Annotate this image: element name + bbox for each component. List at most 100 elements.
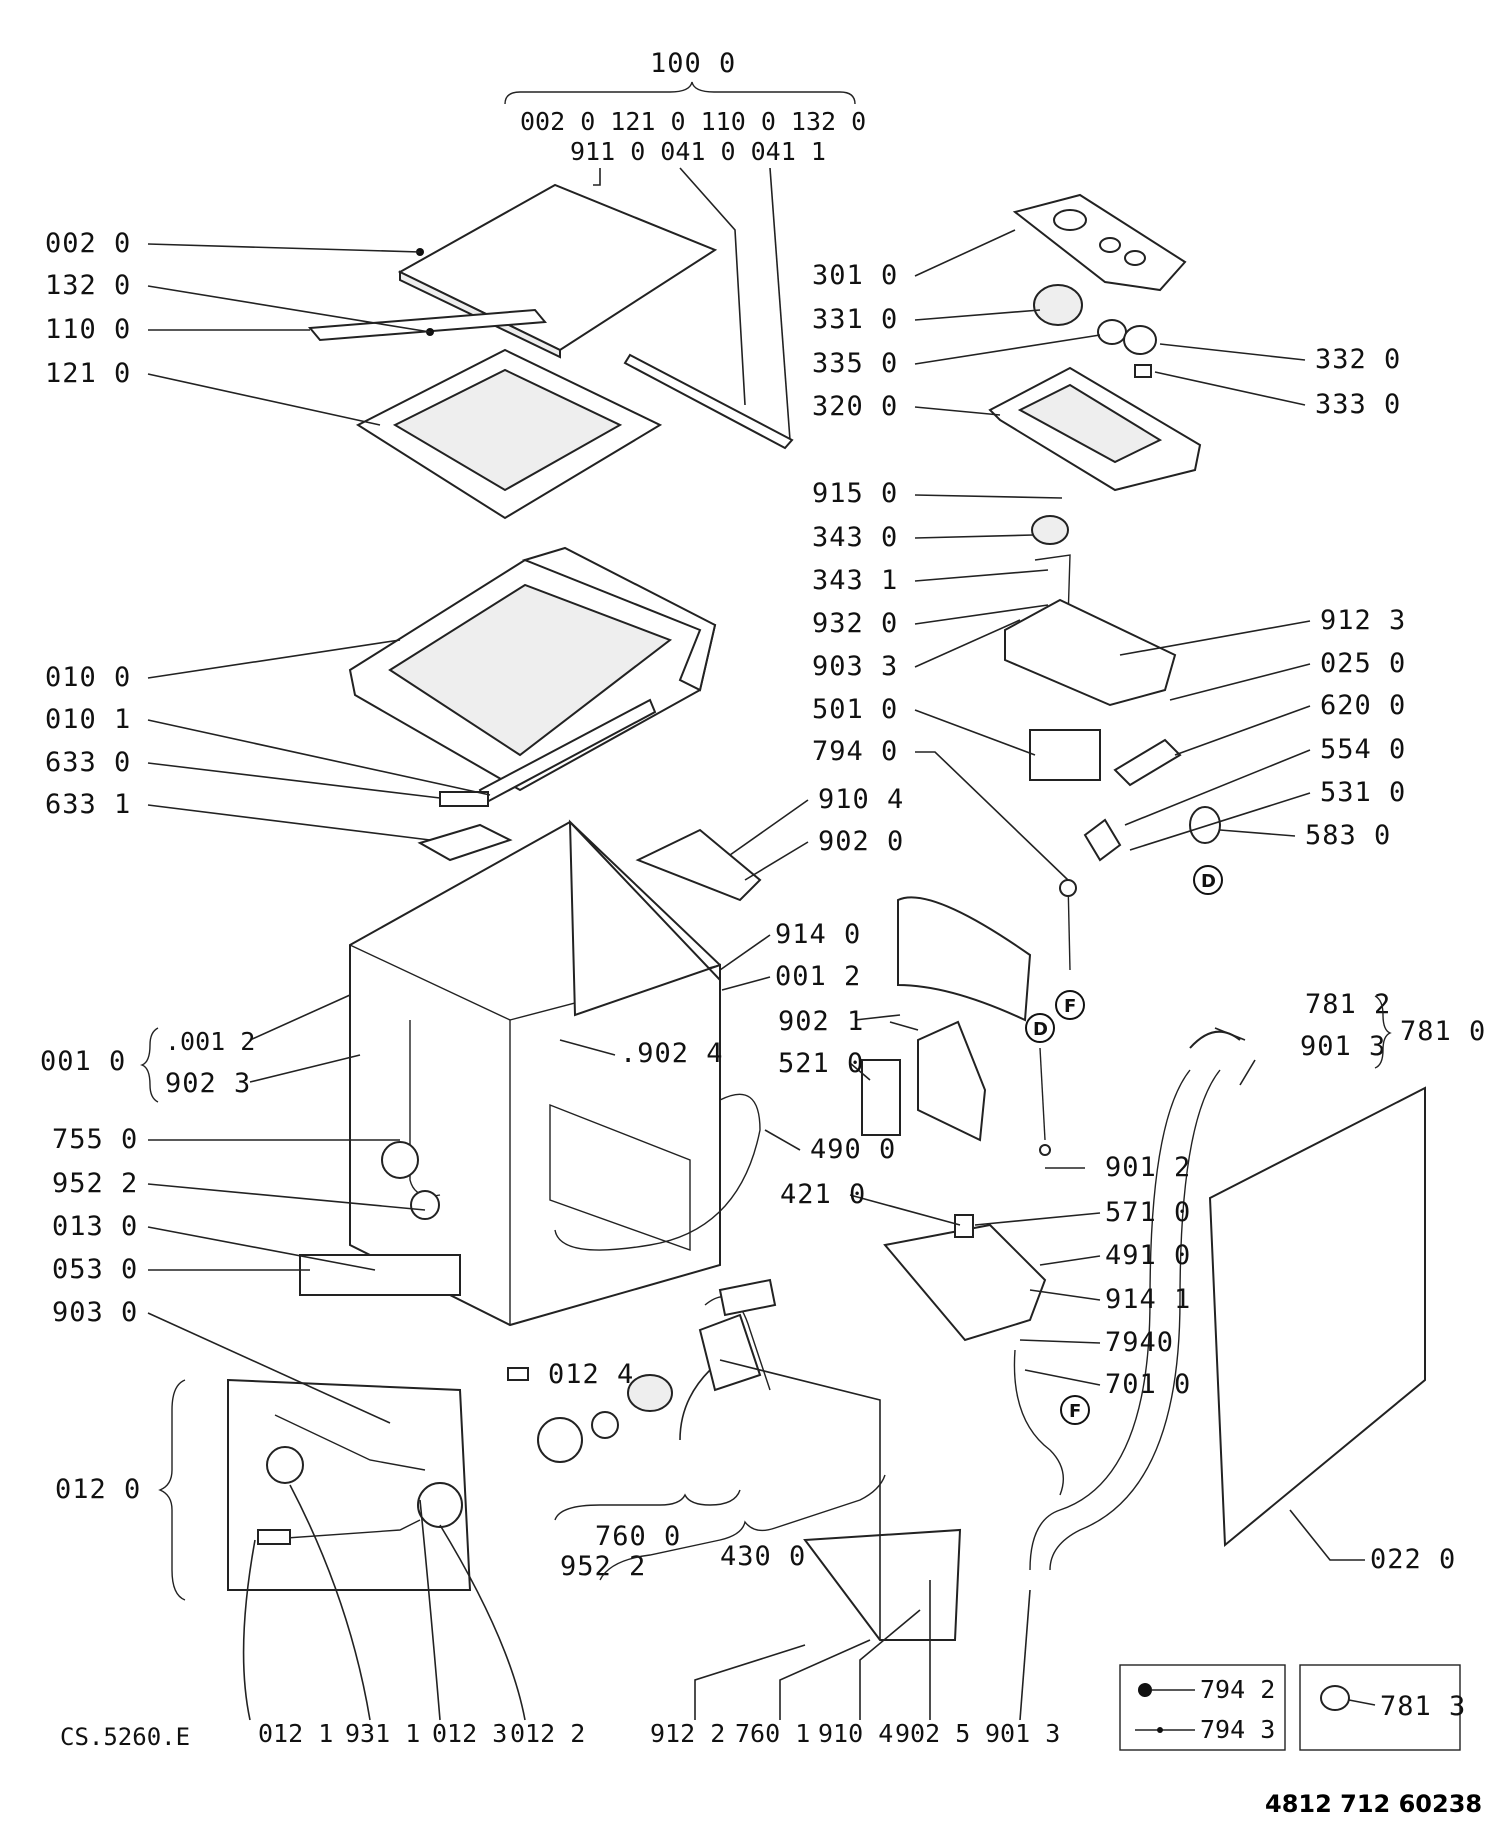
label-633-1: 633 1 [45, 789, 131, 820]
connector-markers: D F D F [1025, 865, 1223, 1425]
hose-701 [1013, 1349, 1064, 1496]
valve-571 [954, 1214, 974, 1238]
cabinet-group [299, 819, 761, 1381]
cam-343 [1031, 515, 1069, 545]
label-002-0: 002 0 [45, 228, 131, 259]
drain-hose-781 [1029, 1069, 1191, 1571]
module-521 [861, 1059, 901, 1136]
label-755-0: 755 0 [52, 1124, 138, 1155]
part-633-0 [439, 791, 489, 807]
label-421-0: 421 0 [780, 1179, 866, 1210]
label-912-2: 912 2 [650, 1719, 725, 1748]
label-781-0: 781 0 [1400, 1016, 1486, 1047]
label-001-2a: .001 2 [165, 1027, 255, 1056]
label-931-1: 931 1 [345, 1719, 420, 1748]
part-333 [1134, 364, 1152, 378]
label-914-0: 914 0 [775, 919, 861, 950]
part-labels: 002 0 132 0 110 0 121 0 010 0 010 1 633 … [40, 228, 1486, 1748]
control-panel-group [988, 193, 1202, 492]
label-333-0: 333 0 [1315, 389, 1401, 420]
label-901-3b: 901 3 [985, 1719, 1060, 1748]
pump-430 [698, 1313, 762, 1392]
accessory-boxes: 794 2 794 3 781 3 [1119, 1664, 1465, 1751]
label-521-0: 521 0 [778, 1048, 864, 1079]
label-343-0: 343 0 [812, 522, 898, 553]
label-781-2: 781 2 [1305, 989, 1391, 1020]
cabinet-body [349, 820, 721, 1327]
timer-501 [1029, 729, 1101, 781]
accessory-box-794 [1119, 1664, 1286, 1751]
label-932-0: 932 0 [812, 608, 898, 639]
label-760-0: 760 0 [595, 1521, 681, 1552]
group-row-1: 002 0 121 0 110 0 132 0 [520, 107, 866, 136]
svg-text:F: F [1064, 996, 1076, 1017]
label-022-0: 022 0 [1370, 1544, 1456, 1575]
label-902-4: .902 4 [620, 1038, 724, 1069]
group-row-2: 911 0 041 0 041 1 [570, 137, 826, 166]
label-903-3: 903 3 [812, 651, 898, 682]
connector-f-2 [1060, 1395, 1090, 1425]
bracket-902-0 [635, 828, 762, 902]
label-010-1: 010 1 [45, 704, 131, 735]
label-910-4b: 910 4 [818, 1719, 893, 1748]
label-760-1: 760 1 [735, 1719, 810, 1748]
connector-d-2 [1025, 1013, 1055, 1043]
accessory-box-781-3 [1299, 1664, 1461, 1751]
label-012-0: 012 0 [55, 1474, 141, 1505]
label-343-1: 343 1 [812, 565, 898, 596]
label-012-2: 012 2 [510, 1719, 585, 1748]
leader-lines [147, 229, 1365, 1721]
label-554-0: 554 0 [1320, 734, 1406, 765]
label-301-0: 301 0 [812, 260, 898, 291]
hydraulic-group [537, 1030, 1426, 1641]
label-901-2: 901 2 [1105, 1152, 1191, 1183]
lid-frame-group [348, 546, 717, 862]
label-902-5: 902 5 [895, 1719, 970, 1748]
frame-rod-041 [623, 353, 794, 450]
part-633-1 [417, 823, 513, 862]
label-902-1: 902 1 [778, 1006, 864, 1037]
connector-d-1 [1193, 865, 1223, 895]
label-794-0: 794 0 [812, 736, 898, 767]
label-012-1: 012 1 [258, 1719, 333, 1748]
label-012-3: 012 3 [432, 1719, 507, 1748]
hose-elbow-781-2 [1189, 1030, 1241, 1049]
label-901-3a: 901 3 [1300, 1031, 1386, 1062]
bracket-902-1 [917, 1020, 987, 1142]
label-001-0: 001 0 [40, 1046, 126, 1077]
base-plate-group [158, 1378, 472, 1601]
label-902-3: 902 3 [165, 1068, 251, 1099]
timer-assembly [1004, 515, 1221, 971]
back-panel-group [635, 828, 1051, 1156]
connector-f-1 [1055, 990, 1085, 1020]
label-491-0: 491 0 [1105, 1240, 1191, 1271]
top-panel-group [307, 183, 794, 520]
knob-332 [1123, 325, 1157, 355]
label-013-0: 013 0 [52, 1211, 138, 1242]
label-501-0: 501 0 [812, 694, 898, 725]
label-902-0: 902 0 [818, 826, 904, 857]
label-952-2b: 952 2 [560, 1551, 646, 1582]
label-794-3: 794 3 [1200, 1715, 1275, 1744]
pump-cover-760 [537, 1417, 583, 1463]
drawing-reference: CS.5260.E [60, 1723, 190, 1751]
label-320-0: 320 0 [812, 391, 898, 422]
label-914-1: 914 1 [1105, 1284, 1191, 1315]
label-571-0: 571 0 [1105, 1197, 1191, 1228]
label-583-0: 583 0 [1305, 820, 1391, 851]
label-912-3: 912 3 [1320, 605, 1406, 636]
label-110-0: 110 0 [45, 314, 131, 345]
part-053-0 [299, 1254, 461, 1296]
label-025-0: 025 0 [1320, 648, 1406, 679]
part-531 [1083, 818, 1122, 862]
label-490-0: 490 0 [810, 1134, 896, 1165]
label-121-0: 121 0 [45, 358, 131, 389]
label-915-0: 915 0 [812, 478, 898, 509]
label-910-4a: 910 4 [818, 784, 904, 815]
label-794-b: 7940 [1105, 1327, 1174, 1358]
knob-335 [1097, 319, 1127, 345]
label-010-0: 010 0 [45, 662, 131, 693]
side-panel-022 [1208, 1086, 1426, 1548]
label-012-4: 012 4 [548, 1359, 634, 1390]
frame-bar-110 [307, 308, 548, 342]
